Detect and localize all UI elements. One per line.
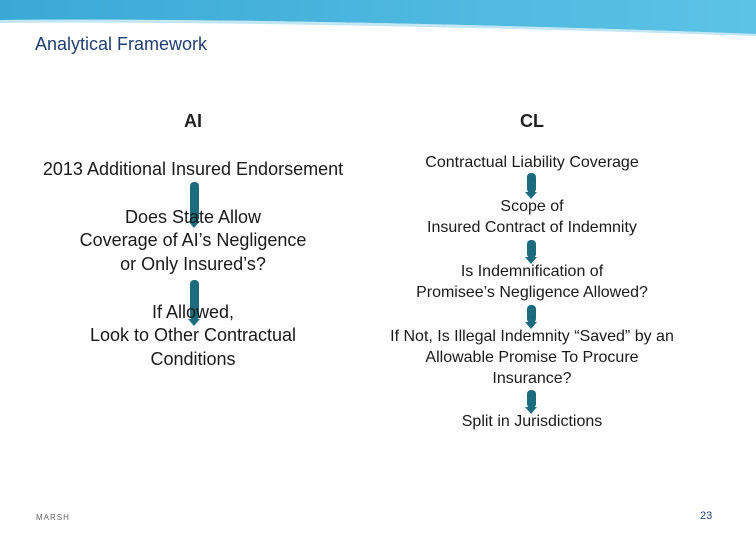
arrow-down-icon bbox=[525, 240, 537, 264]
ai-negligence-question: Does State Allow Coverage of AI’s Neglig… bbox=[79, 207, 307, 274]
arrow-down-icon bbox=[525, 305, 537, 329]
ai-heading: AI bbox=[184, 111, 202, 131]
arrow-down-icon bbox=[525, 173, 537, 199]
marsh-logo: MARSH bbox=[36, 513, 70, 522]
header-banner bbox=[0, 0, 756, 36]
cl-negligence-question: Is Indemnification of Promisee’s Neglige… bbox=[416, 263, 648, 301]
cl-saved-question: If Not, Is Illegal Indemnity “Saved” by … bbox=[390, 328, 674, 387]
cl-heading: CL bbox=[520, 111, 544, 131]
cl-split-text: Split in Jurisdictions bbox=[461, 413, 603, 430]
arrow-down-icon bbox=[188, 280, 200, 326]
arrow-down-icon bbox=[188, 182, 200, 228]
page-number: 23 bbox=[700, 510, 713, 522]
cl-coverage-text: Contractual Liability Coverage bbox=[425, 154, 639, 171]
ai-endorsement-text: 2013 Additional Insured Endorsement bbox=[42, 159, 344, 179]
slide-title: Analytical Framework bbox=[35, 34, 208, 54]
cl-scope-text: Scope of Insured Contract of Indemnity bbox=[427, 198, 637, 236]
arrow-down-icon bbox=[525, 390, 537, 414]
ai-contractual-conditions: If Allowed, Look to Other Contractual Co… bbox=[89, 302, 297, 369]
